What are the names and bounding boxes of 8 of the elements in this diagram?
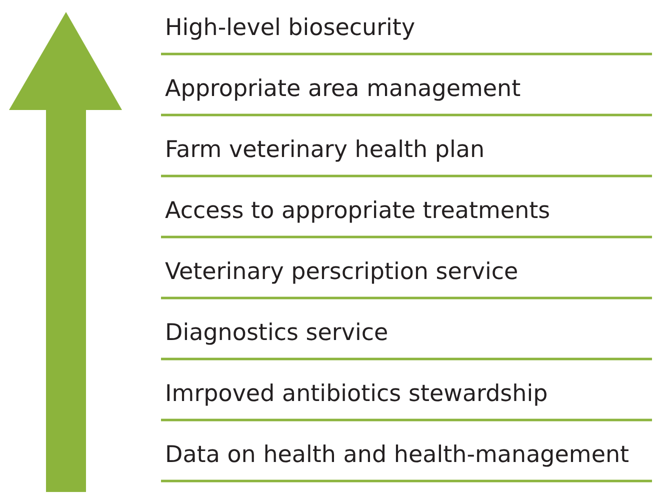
list-item-text: High-level biosecurity xyxy=(165,14,416,42)
list-item-text: Farm veterinary health plan xyxy=(165,136,485,164)
list-item-text: Diagnostics service xyxy=(165,319,388,347)
list-item-text: Access to appropriate treatments xyxy=(165,197,550,225)
list-item-text: Data on health and health-management xyxy=(165,441,630,469)
list-item-text: Veterinary perscription service xyxy=(165,258,518,286)
list-item-text: Appropriate area management xyxy=(165,75,521,103)
list-item-text: Imrpoved antibiotics stewardship xyxy=(165,380,548,408)
